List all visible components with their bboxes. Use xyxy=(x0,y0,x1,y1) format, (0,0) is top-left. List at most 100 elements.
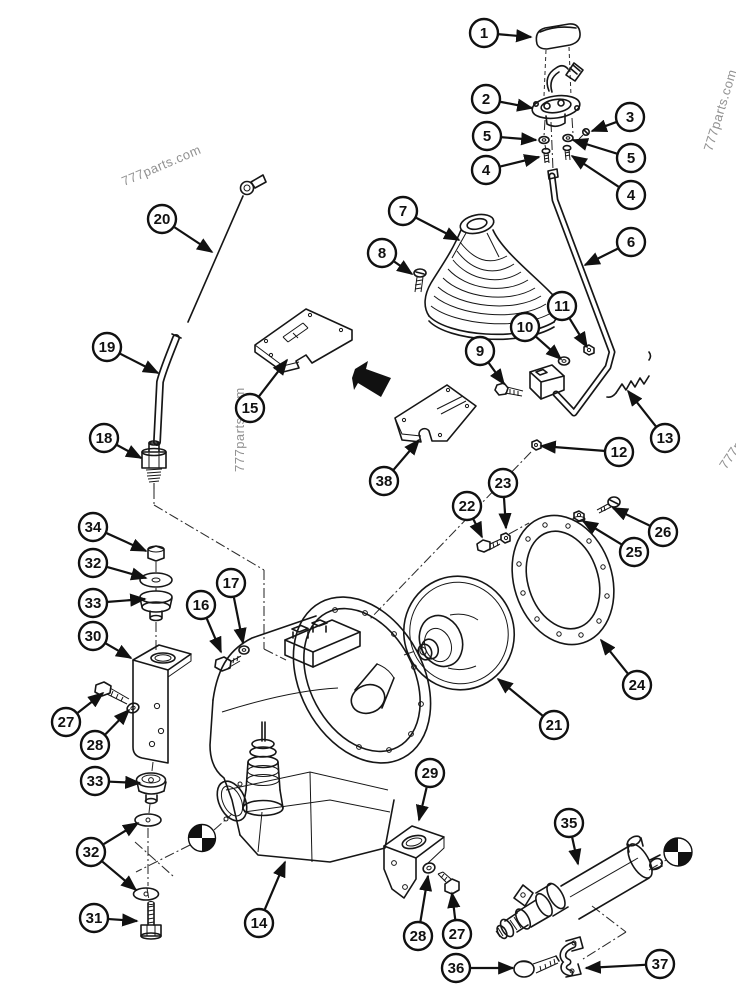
callout-2[interactable]: 2 xyxy=(470,83,534,115)
callout-29[interactable]: 29 xyxy=(414,757,446,822)
callout-balloon[interactable] xyxy=(441,918,473,950)
callout-balloon[interactable] xyxy=(243,907,275,939)
cover-plate-15 xyxy=(254,308,353,373)
callout-balloon[interactable] xyxy=(649,422,681,454)
callout-balloon[interactable] xyxy=(77,587,109,619)
callout-balloon[interactable] xyxy=(468,17,500,49)
callout-number: 6 xyxy=(627,234,635,251)
callout-number: 3 xyxy=(626,109,634,126)
callout-balloon[interactable] xyxy=(470,154,502,186)
callout-balloon[interactable] xyxy=(215,567,247,599)
callout-balloon[interactable] xyxy=(615,226,647,258)
shift-lever xyxy=(547,168,616,417)
cover-plate-38 xyxy=(394,384,477,443)
callout-33[interactable]: 33 xyxy=(79,765,142,797)
callout-19[interactable]: 19 xyxy=(91,331,160,374)
callout-5[interactable]: 5 xyxy=(571,138,647,174)
callout-balloon[interactable] xyxy=(509,311,541,343)
callout-12[interactable]: 12 xyxy=(539,436,635,468)
callout-31[interactable]: 31 xyxy=(78,902,139,934)
leader-line xyxy=(500,154,541,168)
callout-balloon[interactable] xyxy=(615,179,647,211)
callout-4[interactable]: 4 xyxy=(570,155,647,211)
callout-balloon[interactable] xyxy=(77,547,109,579)
callout-balloon[interactable] xyxy=(538,709,570,741)
callout-25[interactable]: 25 xyxy=(581,520,650,568)
callout-5[interactable]: 5 xyxy=(471,120,538,152)
callout-28[interactable]: 28 xyxy=(402,874,434,952)
callout-number: 28 xyxy=(87,737,104,754)
callout-18[interactable]: 18 xyxy=(88,422,143,459)
callout-15[interactable]: 15 xyxy=(234,358,289,424)
callout-balloon[interactable] xyxy=(470,83,502,115)
callout-balloon[interactable] xyxy=(614,101,646,133)
callout-30[interactable]: 30 xyxy=(77,620,133,659)
callout-balloon[interactable] xyxy=(644,948,676,980)
callout-26[interactable]: 26 xyxy=(611,507,679,548)
callout-balloon[interactable] xyxy=(146,203,178,235)
callout-balloon[interactable] xyxy=(487,467,519,499)
callout-balloon[interactable] xyxy=(75,836,107,868)
callout-balloon[interactable] xyxy=(91,331,123,363)
leader-line xyxy=(105,642,133,659)
callout-balloon[interactable] xyxy=(464,335,496,367)
callout-32[interactable]: 32 xyxy=(75,822,140,892)
callout-34[interactable]: 34 xyxy=(77,511,148,553)
callout-balloon[interactable] xyxy=(368,465,400,497)
callout-balloon[interactable] xyxy=(440,952,472,984)
callout-38[interactable]: 38 xyxy=(368,438,421,497)
callout-7[interactable]: 7 xyxy=(387,195,461,241)
callout-balloon[interactable] xyxy=(618,536,650,568)
callout-balloon[interactable] xyxy=(88,422,120,454)
callout-27[interactable]: 27 xyxy=(441,891,473,950)
callout-23[interactable]: 23 xyxy=(487,467,519,530)
callout-9[interactable]: 9 xyxy=(464,335,505,386)
callout-4[interactable]: 4 xyxy=(470,154,541,186)
screw-4-left xyxy=(541,147,551,164)
callout-balloon[interactable] xyxy=(603,436,635,468)
callout-balloon[interactable] xyxy=(471,120,503,152)
callout-balloon[interactable] xyxy=(553,807,585,839)
callout-balloon[interactable] xyxy=(77,511,109,543)
callout-35[interactable]: 35 xyxy=(553,807,585,866)
callout-14[interactable]: 14 xyxy=(243,860,287,939)
callout-balloon[interactable] xyxy=(546,290,578,322)
leader-line xyxy=(107,593,147,607)
callout-8[interactable]: 8 xyxy=(366,237,414,275)
callout-11[interactable]: 11 xyxy=(546,290,588,349)
callout-20[interactable]: 20 xyxy=(146,203,214,253)
callout-balloon[interactable] xyxy=(185,589,217,621)
callout-37[interactable]: 37 xyxy=(584,948,676,980)
callout-balloon[interactable] xyxy=(451,490,483,522)
callout-3[interactable]: 3 xyxy=(590,101,646,133)
callout-balloon[interactable] xyxy=(77,620,109,652)
callout-balloon[interactable] xyxy=(234,392,266,424)
callout-balloon[interactable] xyxy=(78,902,110,934)
callout-balloon[interactable] xyxy=(621,669,653,701)
callout-28[interactable]: 28 xyxy=(79,708,131,761)
callout-13[interactable]: 13 xyxy=(626,389,681,454)
callout-number: 27 xyxy=(449,926,466,943)
callout-balloon[interactable] xyxy=(50,706,82,738)
callout-36[interactable]: 36 xyxy=(440,952,515,984)
callout-balloon[interactable] xyxy=(79,729,111,761)
callout-balloon[interactable] xyxy=(647,516,679,548)
callout-number: 21 xyxy=(546,717,563,734)
callout-32[interactable]: 32 xyxy=(77,547,148,581)
callout-1[interactable]: 1 xyxy=(468,17,533,49)
callout-22[interactable]: 22 xyxy=(451,490,483,539)
callout-17[interactable]: 17 xyxy=(215,567,247,645)
callout-33[interactable]: 33 xyxy=(77,587,147,619)
callout-balloon[interactable] xyxy=(79,765,111,797)
callout-10[interactable]: 10 xyxy=(509,311,563,361)
callout-16[interactable]: 16 xyxy=(185,589,223,654)
callout-24[interactable]: 24 xyxy=(599,638,653,701)
callout-6[interactable]: 6 xyxy=(583,226,647,266)
callout-balloon[interactable] xyxy=(402,920,434,952)
callout-balloon[interactable] xyxy=(615,142,647,174)
callout-balloon[interactable] xyxy=(387,195,419,227)
callout-balloon[interactable] xyxy=(366,237,398,269)
callout-27[interactable]: 27 xyxy=(50,691,105,738)
callout-21[interactable]: 21 xyxy=(496,677,570,741)
callout-balloon[interactable] xyxy=(414,757,446,789)
